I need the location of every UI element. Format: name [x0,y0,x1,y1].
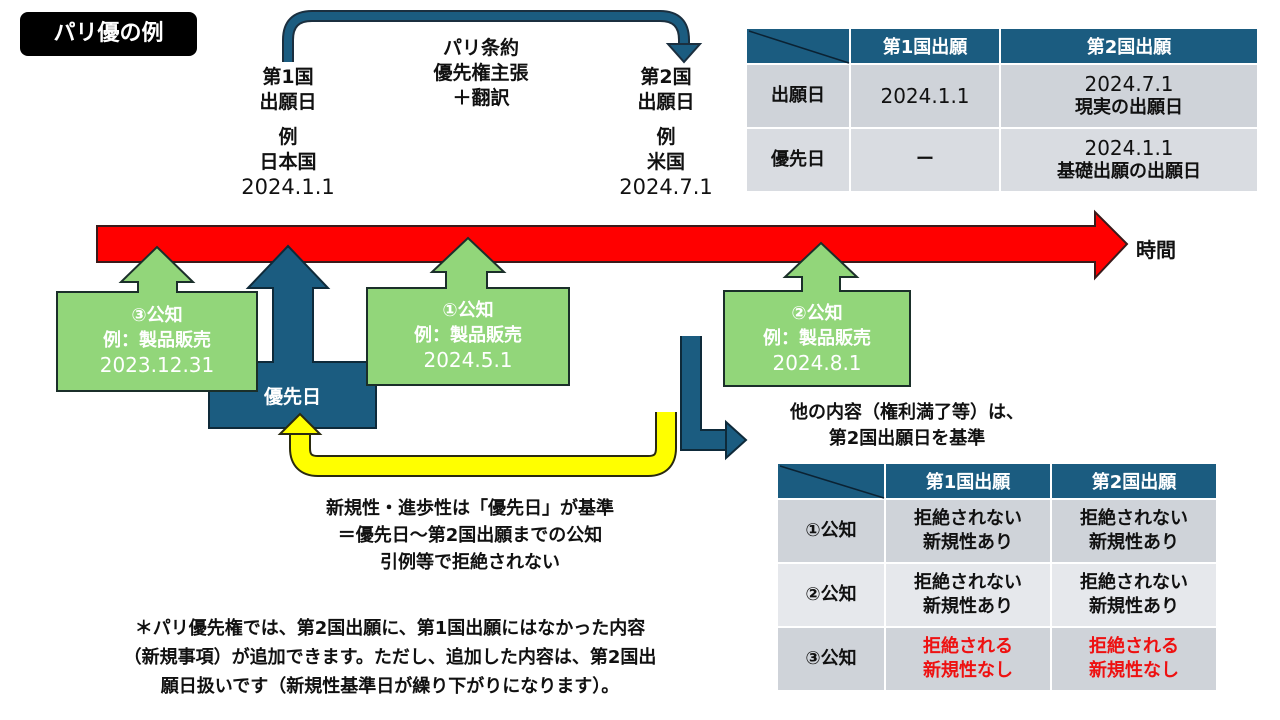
result-table-cell: 拒絶されない新規性あり [884,498,1052,564]
disclosure-1-callout [366,236,570,386]
novelty-note-line2: ＝優先日～第2国出願までの公知 [337,525,603,546]
disclosure-2-callout [723,241,911,387]
date-table-cell-line2: 現実の出願日 [1075,97,1183,118]
disclosure-2-date: 2024.8.1 [772,351,862,375]
second-filing-line2: 出願日 [637,91,695,113]
date-table-row-label: 優先日 [745,127,851,193]
first-filing-date: 2024.1.1 [241,175,335,199]
first-filing-line2: 出願日 [259,91,317,113]
date-table-header: 第1国出願 第2国出願 [745,27,1259,65]
footnote-line2: （新規事項）が追加できます。ただし、追加した内容は、第2国出 [123,647,657,668]
paris-arrow-head [665,43,703,64]
result-table-row-label: ③公知 [776,626,886,692]
result-table-corner [776,462,886,500]
time-axis-label: 時間 [1136,238,1176,262]
second-filing-date: 2024.7.1 [619,175,713,199]
timeline-arrow [96,209,1129,281]
date-table-header-second: 第2国出願 [999,27,1259,65]
date-table-row: 出願日 2024.1.1 2024.7.1 現実の出願日 [745,63,1259,129]
footnote-line1: ＊パリ優先権では、第2国出願に、第1国出願にはなかった内容 [134,618,646,639]
paris-priority-arrow [284,12,688,62]
other-basis-note: 他の内容（権利満了等）は、 第2国出願日を基準 [752,400,1062,452]
result-cell-line2: 新規性あり [923,532,1013,553]
result-table-cell-rejected: 拒絶される新規性なし [884,626,1052,692]
result-table-row: ②公知 拒絶されない新規性あり 拒絶されない新規性あり [776,562,1218,628]
date-table-cell: ー [849,127,1001,193]
date-table-cell: 2024.7.1 現実の出願日 [999,63,1259,129]
date-table-cell-line2: 基礎出願の出願日 [1057,161,1201,182]
title-badge: パリ優の例 [20,12,197,56]
footnote-line3: 願日扱いです（新規性基準日が繰り下がりになります）。 [160,676,620,697]
first-filing-example: 例 [278,126,298,148]
paris-arrow-label: パリ条約 優先権主張 ＋翻訳 [406,36,556,111]
novelty-arrow [291,412,675,475]
second-filing-country: 米国 [646,151,685,173]
date-table-row-label: 出願日 [745,63,851,129]
result-cell-line1: 拒絶される [923,636,1013,657]
date-table-cell: 2024.1.1 基礎出願の出願日 [999,127,1259,193]
result-table-row-label: ②公知 [776,562,886,628]
other-basis-arrow-head [725,419,748,461]
result-cell-line1: 拒絶されない [914,572,1022,593]
result-table: 第1国出願 第2国出願 ①公知 拒絶されない新規性あり 拒絶されない新規性あり … [776,462,1218,692]
disclosure-1-date: 2024.5.1 [423,348,513,372]
second-filing-line1: 第2国 [640,66,692,88]
second-filing-label: 第2国 出願日 例 米国 2024.7.1 [606,65,726,200]
novelty-note-line1: 新規性・進歩性は「優先日」が基準 [326,498,614,519]
other-note-line1: 他の内容（権利満了等）は、 [790,402,1024,423]
date-table-corner [745,27,851,65]
result-table-cell: 拒絶されない新規性あり [1050,562,1218,628]
novelty-note: 新規性・進歩性は「優先日」が基準 ＝優先日～第2国出願までの公知 引例等で拒絶さ… [250,495,690,576]
date-table: 第1国出願 第2国出願 出願日 2024.1.1 2024.7.1 現実の出願日… [745,27,1259,193]
disclosure-1-title: ①公知 [442,300,494,321]
result-cell-line1: 拒絶されない [1080,572,1188,593]
date-table-cell-line1: 2024.7.1 [1084,72,1174,96]
result-cell-line2: 新規性あり [923,596,1013,617]
novelty-arrow-head [277,412,323,435]
result-cell-line1: 拒絶される [1089,636,1179,657]
novelty-note-line3: 引例等で拒絶されない [380,552,560,573]
result-table-cell: 拒絶されない新規性あり [1050,498,1218,564]
first-filing-label: 第1国 出願日 例 日本国 2024.1.1 [228,65,348,200]
result-table-row: ①公知 拒絶されない新規性あり 拒絶されない新規性あり [776,498,1218,564]
date-table-cell-line1: 2024.1.1 [1084,136,1174,160]
paris-label-line1: パリ条約 [442,37,519,59]
first-filing-line1: 第1国 [262,66,314,88]
other-basis-arrow [682,336,728,449]
disclosure-3-date: 2023.12.31 [99,353,215,377]
result-table-cell-rejected: 拒絶される新規性なし [1050,626,1218,692]
footnote: ＊パリ優先権では、第2国出願に、第1国出願にはなかった内容 （新規事項）が追加で… [40,614,740,701]
disclosure-3-callout [56,245,258,392]
paris-label-line2: 優先権主張 [433,62,529,84]
disclosure-3-title: ③公知 [131,305,183,326]
result-cell-line2: 新規性なし [923,660,1013,681]
disclosure-2-text: ②公知 例：製品販売 2024.8.1 [724,301,910,376]
result-table-cell: 拒絶されない新規性あり [884,562,1052,628]
disclosure-2-example: 例：製品販売 [763,328,871,349]
priority-date-label: 優先日 [263,386,321,408]
disclosure-2-title: ②公知 [791,303,843,324]
result-table-header-second: 第2国出願 [1050,462,1218,500]
first-filing-country: 日本国 [259,151,317,173]
result-cell-line1: 拒絶されない [914,508,1022,529]
disclosure-3-example: 例：製品販売 [103,330,211,351]
result-cell-line2: 新規性あり [1089,596,1179,617]
other-note-line2: 第2国出願日を基準 [828,428,986,449]
result-table-row: ③公知 拒絶される新規性なし 拒絶される新規性なし [776,626,1218,692]
date-table-cell: 2024.1.1 [849,63,1001,129]
result-table-row-label: ①公知 [776,498,886,564]
result-cell-line1: 拒絶されない [1080,508,1188,529]
disclosure-1-text: ①公知 例：製品販売 2024.5.1 [367,298,569,373]
paris-label-line3: ＋翻訳 [452,87,510,109]
disclosure-3-text: ③公知 例：製品販売 2023.12.31 [57,303,257,378]
date-table-header-first: 第1国出願 [849,27,1001,65]
result-cell-line2: 新規性なし [1089,660,1179,681]
disclosure-1-example: 例：製品販売 [414,325,522,346]
date-table-row: 優先日 ー 2024.1.1 基礎出願の出願日 [745,127,1259,193]
result-cell-line2: 新規性あり [1089,532,1179,553]
second-filing-example: 例 [656,126,676,148]
result-table-header-first: 第1国出願 [884,462,1052,500]
result-table-header: 第1国出願 第2国出願 [776,462,1218,500]
